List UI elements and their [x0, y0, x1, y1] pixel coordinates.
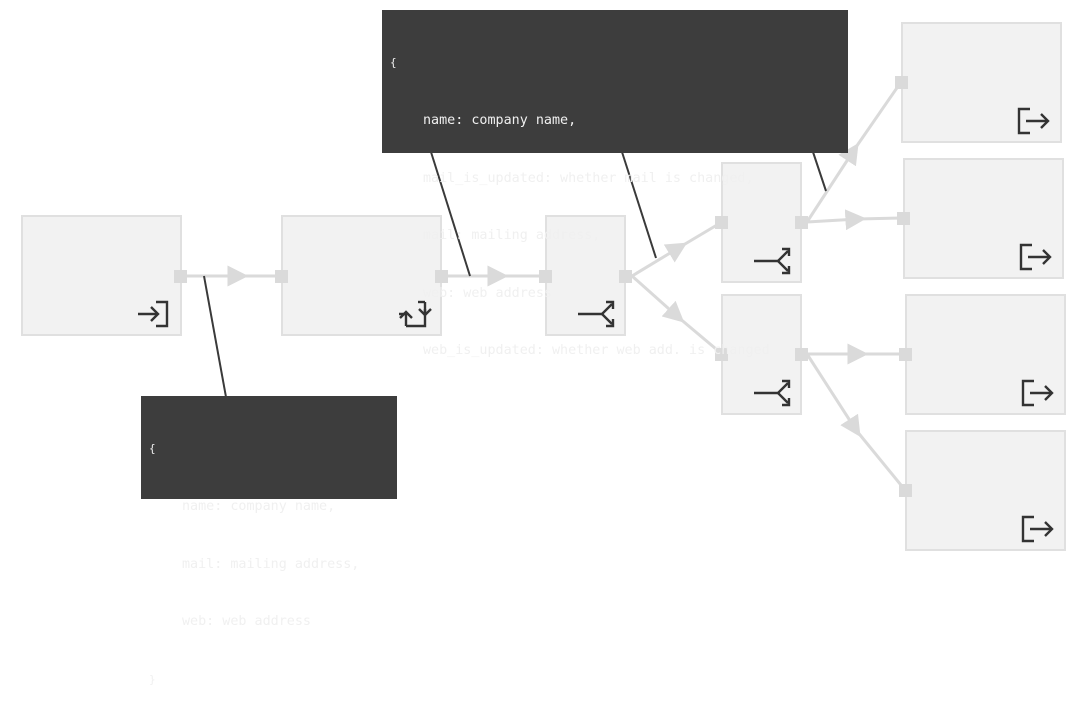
router-icon	[576, 296, 618, 330]
output-node-2[interactable]	[903, 158, 1064, 279]
router-main-node[interactable]	[545, 215, 626, 336]
note-field: web: web address	[423, 285, 552, 301]
note-pointer-bottom	[203, 275, 227, 398]
note-field: web: web address	[182, 614, 311, 630]
edge-lower-output4	[805, 353, 861, 438]
output-icon	[1014, 239, 1056, 273]
edge-router-lower	[631, 274, 685, 323]
output-node-4[interactable]	[905, 430, 1066, 551]
output-3-port-in[interactable]	[899, 348, 912, 361]
note-field: name: company name,	[423, 113, 577, 129]
input-port-out[interactable]	[174, 270, 187, 283]
router-lower-port-in[interactable]	[715, 348, 728, 361]
input-icon	[132, 296, 174, 330]
note-pointer-top-1	[430, 151, 471, 277]
output-1-port-in[interactable]	[895, 76, 908, 89]
schema-note-bottom: { name: company name, mail: mailing addr…	[141, 396, 397, 686]
note-pointer-top-2	[621, 151, 657, 259]
transform-icon	[392, 296, 434, 330]
note-open-brace: {	[390, 56, 397, 70]
edge-upper-output2	[806, 209, 867, 231]
edge-upper-output1	[805, 142, 859, 223]
transform-port-out[interactable]	[435, 270, 448, 283]
schema-note-top: { name: company name, mail_is_updated: w…	[382, 10, 848, 415]
note-field: name: company name,	[182, 499, 336, 515]
router-lower-node[interactable]	[721, 294, 802, 415]
output-node-1[interactable]	[901, 22, 1062, 143]
router-upper-node[interactable]	[721, 162, 802, 283]
output-2-port-in[interactable]	[897, 212, 910, 225]
connection-layer	[187, 81, 907, 491]
note-open-brace: {	[149, 442, 156, 456]
note-field: web_is_updated: whether web add. is chan…	[423, 343, 770, 359]
output-4-port-in[interactable]	[899, 484, 912, 497]
transform-port-in[interactable]	[275, 270, 288, 283]
router-icon	[752, 243, 794, 277]
note-close-brace: }	[149, 672, 156, 686]
output-icon	[1012, 103, 1054, 137]
note-field: mail: mailing address,	[182, 556, 360, 572]
output-icon	[1016, 375, 1058, 409]
note-close-brace: }	[390, 399, 840, 418]
output-icon	[1016, 511, 1058, 545]
router-upper-port-in[interactable]	[715, 216, 728, 229]
router-upper-port-out[interactable]	[795, 216, 808, 229]
input-node[interactable]	[21, 215, 182, 336]
edge-router-upper	[631, 242, 688, 278]
router-lower-port-out[interactable]	[795, 348, 808, 361]
router-main-port-in[interactable]	[539, 270, 552, 283]
transform-node[interactable]	[281, 215, 442, 336]
router-icon	[752, 375, 794, 409]
router-main-port-out[interactable]	[619, 270, 632, 283]
note-field: mail: mailing address,	[423, 228, 601, 244]
note-pointer-top-3	[812, 151, 827, 192]
note-field: mail_is_updated: whether mail is changed…	[423, 170, 754, 186]
output-node-3[interactable]	[905, 294, 1066, 415]
